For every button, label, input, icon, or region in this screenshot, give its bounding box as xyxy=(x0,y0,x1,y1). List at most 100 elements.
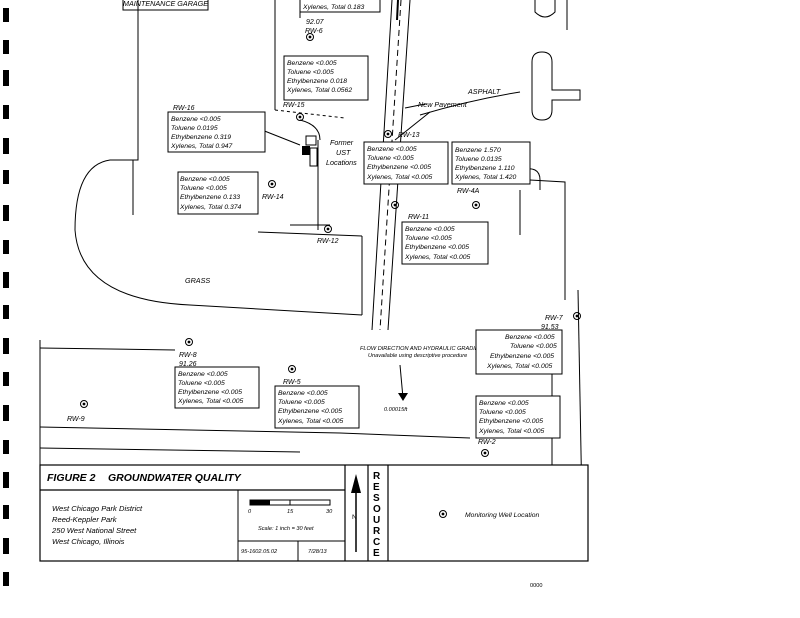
svg-text:U: U xyxy=(373,515,380,526)
svg-text:Ethylbenzene <0.005: Ethylbenzene <0.005 xyxy=(278,408,342,415)
project-number: 95-1602.05.02 xyxy=(241,549,278,555)
svg-text:E: E xyxy=(373,482,380,493)
svg-text:R: R xyxy=(373,526,381,537)
svg-text:O: O xyxy=(373,504,381,515)
svg-text:91.26: 91.26 xyxy=(179,361,197,368)
well-rw5: RW-5 xyxy=(283,365,301,386)
svg-text:Xylenes, Total 0.183: Xylenes, Total 0.183 xyxy=(302,4,365,11)
svg-text:Benzene <0.005: Benzene <0.005 xyxy=(278,390,328,397)
sample-box-rw14: Benzene <0.005 Toluene <0.005 Ethylbenze… xyxy=(177,171,259,215)
svg-text:RW-13: RW-13 xyxy=(398,132,420,139)
sample-box-rw16: Benzene <0.005 Toluene 0.0195 Ethylbenze… xyxy=(167,111,266,153)
svg-text:Monitoring Well Location: Monitoring Well Location xyxy=(465,512,540,519)
svg-text:Xylenes, Total 1.420: Xylenes, Total 1.420 xyxy=(454,174,517,181)
svg-text:Ethylbenzene 0.319: Ethylbenzene 0.319 xyxy=(171,134,231,141)
svg-text:Toluene <0.005: Toluene <0.005 xyxy=(180,185,227,192)
svg-text:RW-2: RW-2 xyxy=(478,439,496,446)
svg-text:Toluene <0.005: Toluene <0.005 xyxy=(287,69,334,76)
scale-bar: 0 15 30 Scale: 1 inch = 30 feet xyxy=(248,499,333,532)
svg-text:N: N xyxy=(352,514,357,521)
svg-text:R: R xyxy=(373,471,381,482)
legend: Monitoring Well Location xyxy=(439,510,540,519)
label-asphalt: ASPHALT xyxy=(467,87,501,96)
well-rw13: RW-13 xyxy=(384,130,420,139)
svg-text:Toluene <0.005: Toluene <0.005 xyxy=(405,235,452,242)
label-former-ust-3: Locations xyxy=(326,158,357,167)
svg-text:Benzene <0.005: Benzene <0.005 xyxy=(287,60,337,67)
svg-text:Scale: 1 inch = 30 feet: Scale: 1 inch = 30 feet xyxy=(258,526,314,532)
svg-text:Ethylbenzene 0.018: Ethylbenzene 0.018 xyxy=(287,78,347,85)
svg-text:Toluene <0.005: Toluene <0.005 xyxy=(178,380,225,387)
label-maintenance-garage: MAINTENANCE GARAGE xyxy=(123,0,208,8)
svg-text:Ethylbenzene <0.005: Ethylbenzene <0.005 xyxy=(178,389,242,396)
label-new-pavement: New Pavement xyxy=(418,100,468,109)
well-rw8: RW-8 91.26 xyxy=(179,338,197,368)
svg-text:15: 15 xyxy=(287,509,294,515)
north-arrow-icon: N xyxy=(351,474,361,552)
well-rw4a: RW-4A xyxy=(457,188,480,209)
svg-text:0: 0 xyxy=(248,509,252,515)
svg-text:RW-15: RW-15 xyxy=(283,102,305,109)
sample-box-rw13: Benzene <0.005 Toluene <0.005 Ethylbenze… xyxy=(363,141,449,185)
address-line-4: West Chicago, Illinois xyxy=(52,537,125,546)
former-ust-locations xyxy=(302,135,318,167)
svg-text:RW-11: RW-11 xyxy=(408,214,429,221)
svg-text:RW-14: RW-14 xyxy=(262,194,284,201)
svg-text:Ethylbenzene <0.005: Ethylbenzene <0.005 xyxy=(490,353,554,360)
well-rw16: RW-16 xyxy=(173,105,195,112)
flow-note-line-2: Unavailable using descriptive procedure xyxy=(368,353,467,359)
svg-text:RW-12: RW-12 xyxy=(317,238,339,245)
svg-text:Benzene 1.570: Benzene 1.570 xyxy=(455,147,501,154)
svg-text:Benzene <0.005: Benzene <0.005 xyxy=(180,176,230,183)
svg-text:Toluene <0.005: Toluene <0.005 xyxy=(278,399,325,406)
svg-text:Ethylbenzene <0.005: Ethylbenzene <0.005 xyxy=(479,418,543,425)
sample-box-rw6: Benzene <0.005 Toluene <0.005 Ethylbenze… xyxy=(283,55,369,101)
svg-text:Xylenes, Total <0.005: Xylenes, Total <0.005 xyxy=(486,363,553,370)
well-rw9: RW-9 xyxy=(67,400,88,423)
sample-box-rw2: Benzene <0.005 Toluene <0.005 Ethylbenze… xyxy=(475,395,561,439)
svg-text:RW-16: RW-16 xyxy=(173,105,195,112)
sample-box-rw7: Benzene <0.005 Toluene <0.005 Ethylbenze… xyxy=(475,329,563,375)
svg-text:Xylenes, Total <0.005: Xylenes, Total <0.005 xyxy=(177,398,244,405)
map-sheet-number: 0000 xyxy=(530,583,542,589)
sample-box-rw8: Benzene <0.005 Toluene <0.005 Ethylbenze… xyxy=(174,366,260,409)
binder-holes xyxy=(3,8,9,586)
flow-gradient-value: 0.00015ft xyxy=(384,407,408,413)
company-name-vertical: R E S O U R C E xyxy=(373,471,381,559)
svg-text:Benzene <0.005: Benzene <0.005 xyxy=(367,146,417,153)
svg-text:Xylenes, Total <0.005: Xylenes, Total <0.005 xyxy=(366,174,433,181)
sample-top-cut: Xylenes, Total 0.183 xyxy=(299,0,381,13)
figure-number: FIGURE 2 xyxy=(47,472,96,484)
sample-box-rw5: Benzene <0.005 Toluene <0.005 Ethylbenze… xyxy=(274,385,360,429)
sample-box-rw11: Benzene <0.005 Toluene <0.005 Ethylbenze… xyxy=(401,221,489,265)
svg-text:92.07: 92.07 xyxy=(306,19,325,26)
address-line-2: Reed-Keppler Park xyxy=(52,515,118,524)
well-rw15: RW-15 xyxy=(283,102,305,121)
well-rw7: RW-7 91.53 xyxy=(541,312,581,331)
svg-text:RW-7: RW-7 xyxy=(545,315,564,322)
svg-text:30: 30 xyxy=(326,509,333,515)
figure-title: GROUNDWATER QUALITY xyxy=(108,472,242,484)
svg-text:RW-6: RW-6 xyxy=(305,28,323,35)
svg-text:91.53: 91.53 xyxy=(541,324,559,331)
svg-text:RW-5: RW-5 xyxy=(283,379,301,386)
svg-text:E: E xyxy=(373,548,380,559)
svg-text:RW-9: RW-9 xyxy=(67,416,85,423)
label-former-ust-1: Former xyxy=(330,138,354,147)
svg-text:Benzene <0.005: Benzene <0.005 xyxy=(505,334,555,341)
svg-text:S: S xyxy=(373,493,380,504)
well-rw2: RW-2 xyxy=(478,439,496,457)
svg-text:Benzene <0.005: Benzene <0.005 xyxy=(171,116,221,123)
svg-text:RW-8: RW-8 xyxy=(179,352,197,359)
flow-note-line-1: FLOW DIRECTION AND HYDRAULIC GRADIENT xyxy=(360,346,487,352)
monitoring-well-icon xyxy=(439,510,447,518)
sample-box-rw4a: Benzene 1.570 Toluene 0.0135 Ethylbenzen… xyxy=(451,141,531,185)
svg-text:Xylenes, Total 0.0562: Xylenes, Total 0.0562 xyxy=(286,87,352,94)
svg-text:Toluene <0.005: Toluene <0.005 xyxy=(367,155,414,162)
svg-text:Ethylbenzene <0.005: Ethylbenzene <0.005 xyxy=(405,244,469,251)
svg-text:Ethylbenzene 0.133: Ethylbenzene 0.133 xyxy=(180,194,240,201)
drawing-date: 7/28/13 xyxy=(308,549,328,555)
